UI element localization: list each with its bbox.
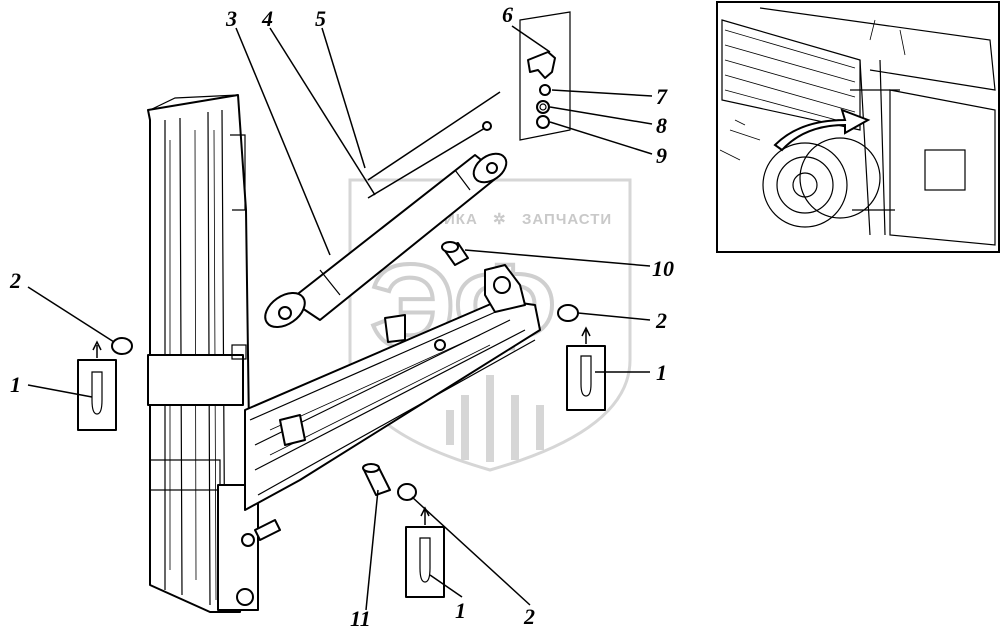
inset-arrow-icon	[773, 108, 871, 152]
leader-lines	[27, 25, 653, 611]
hydraulic-cylinder	[264, 152, 508, 329]
washer-bottom	[397, 483, 417, 501]
callout-5: 5	[315, 6, 326, 31]
callout-3: 3	[225, 6, 237, 31]
boom	[244, 264, 541, 511]
cotter-pin-box-left	[77, 340, 117, 431]
fitting-panel	[519, 11, 571, 141]
callout-1-bottom: 1	[455, 598, 466, 623]
callout-7: 7	[656, 84, 668, 109]
callout-6: 6	[502, 2, 513, 27]
rods	[367, 91, 501, 199]
callout-10: 10	[652, 256, 674, 281]
watermark-building-icon	[446, 375, 544, 462]
callout-4: 4	[261, 6, 273, 31]
watermark-parts-text: ЗАПЧАСТИ	[522, 211, 612, 228]
callout-1-right: 1	[656, 360, 667, 385]
washer-right	[557, 304, 579, 322]
callout-9: 9	[656, 143, 667, 168]
inset-view	[716, 1, 1000, 253]
callout-2-bottom: 2	[523, 604, 535, 629]
watermark-gear-icon: ✲	[493, 211, 507, 228]
callout-1-left: 1	[10, 372, 21, 397]
pin-11	[362, 463, 391, 496]
callout-11: 11	[350, 606, 371, 631]
callout-2-right: 2	[655, 308, 667, 333]
pin-10	[441, 241, 469, 266]
cotter-pin-box-right	[566, 326, 606, 411]
callout-2-left: 2	[9, 268, 21, 293]
washer-left	[111, 337, 133, 355]
mast	[147, 94, 281, 613]
callout-8: 8	[656, 113, 667, 138]
callouts: 3 4 5 6 7 8 9 10 2 1 2 1 11 1 2	[9, 2, 674, 631]
cotter-pin-box-bottom	[405, 506, 445, 598]
